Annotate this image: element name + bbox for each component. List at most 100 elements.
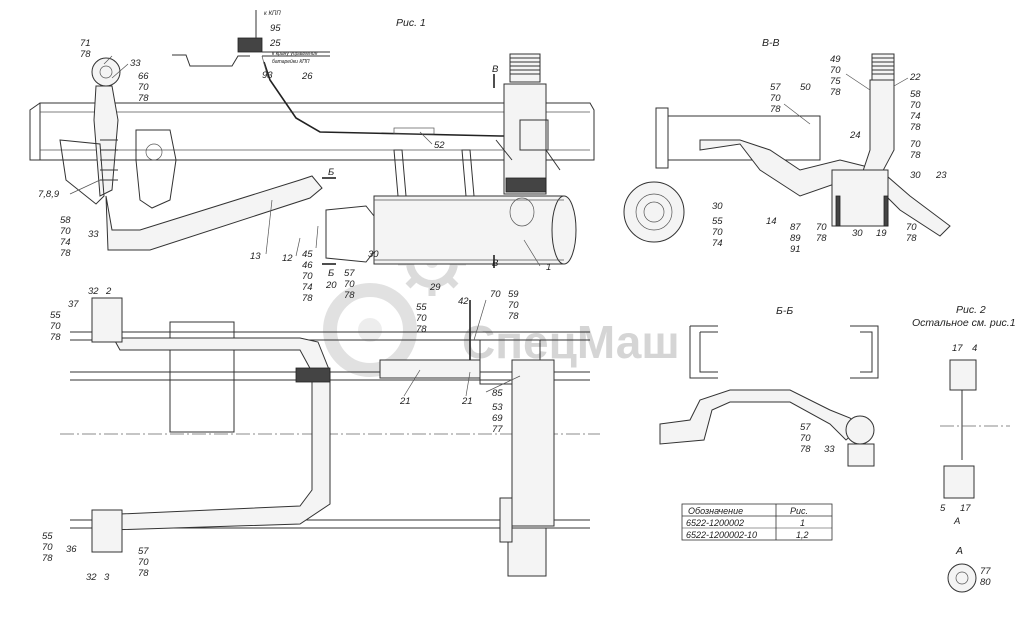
svg-text:78: 78 — [302, 293, 313, 304]
svg-text:75: 75 — [830, 76, 841, 87]
svg-text:49: 49 — [830, 54, 841, 65]
vertical-stack — [495, 53, 561, 195]
svg-text:77: 77 — [492, 424, 503, 435]
svg-text:57: 57 — [770, 82, 781, 93]
svg-text:32: 32 — [86, 572, 97, 583]
svg-text:74: 74 — [302, 282, 313, 293]
svg-text:55: 55 — [50, 310, 61, 321]
svg-text:57: 57 — [344, 268, 355, 279]
svg-text:77: 77 — [980, 566, 991, 577]
svg-text:78: 78 — [50, 332, 61, 343]
svg-text:80: 80 — [980, 577, 991, 588]
svg-text:17: 17 — [960, 503, 971, 514]
svg-text:70: 70 — [910, 139, 921, 150]
svg-text:70: 70 — [830, 65, 841, 76]
svg-text:36: 36 — [66, 544, 77, 555]
svg-text:70: 70 — [906, 222, 917, 233]
svg-text:70: 70 — [60, 226, 71, 237]
svg-text:1: 1 — [546, 262, 551, 273]
svg-text:70: 70 — [42, 542, 53, 553]
svg-text:33: 33 — [130, 58, 141, 69]
svg-text:33: 33 — [88, 229, 99, 240]
svg-text:78: 78 — [138, 93, 149, 104]
svg-text:30: 30 — [910, 170, 921, 181]
svg-text:37: 37 — [68, 299, 79, 310]
svg-text:55: 55 — [712, 216, 723, 227]
svg-text:42: 42 — [458, 296, 469, 307]
svg-text:29: 29 — [429, 282, 441, 293]
svg-text:78: 78 — [800, 444, 811, 455]
svg-text:58: 58 — [60, 215, 71, 226]
svg-text:70: 70 — [770, 93, 781, 104]
svg-text:69: 69 — [492, 413, 503, 424]
svg-text:78: 78 — [906, 233, 917, 244]
table-row-1-fig: 1 — [800, 518, 805, 528]
muffler — [325, 195, 577, 265]
svg-text:17: 17 — [952, 343, 963, 354]
svg-text:74: 74 — [60, 237, 71, 248]
svg-text:71: 71 — [80, 38, 91, 49]
svg-text:19: 19 — [876, 228, 887, 239]
svg-text:74: 74 — [910, 111, 921, 122]
svg-text:78: 78 — [80, 49, 91, 60]
svg-text:30: 30 — [368, 249, 379, 260]
section-bb-callouts: 57 70 78 33 — [800, 422, 835, 455]
control-cable: к КПП к крану управления батарейки КПП — [172, 10, 520, 137]
section-v-marker: В В — [492, 64, 499, 269]
view-a: 77 80 — [947, 563, 991, 593]
svg-text:32: 32 — [88, 286, 99, 297]
section-bb-title: Б-Б — [776, 305, 793, 317]
svg-text:55: 55 — [42, 531, 53, 542]
svg-text:70: 70 — [508, 300, 519, 311]
fig2-title: Рис. 2 — [956, 304, 986, 316]
svg-text:78: 78 — [830, 87, 841, 98]
svg-text:21: 21 — [461, 396, 473, 407]
svg-text:26: 26 — [301, 71, 313, 82]
exhaust-pipe-plan — [91, 297, 555, 577]
svg-text:4: 4 — [972, 343, 977, 354]
svg-text:70: 70 — [302, 271, 313, 282]
svg-text:74: 74 — [712, 238, 723, 249]
svg-text:70: 70 — [712, 227, 723, 238]
svg-text:В: В — [492, 258, 499, 269]
svg-text:22: 22 — [909, 72, 921, 83]
svg-text:24: 24 — [849, 130, 861, 141]
section-vv-callouts: 57 70 78 49 70 75 78 50 22 58 70 74 78 2… — [712, 54, 947, 255]
svg-text:91: 91 — [790, 244, 801, 255]
svg-text:Б: Б — [328, 268, 334, 279]
svg-text:78: 78 — [416, 324, 427, 335]
svg-text:53: 53 — [492, 402, 503, 413]
svg-text:21: 21 — [399, 396, 411, 407]
designation-table: Обозначение Рис. 6522-1200002 1 6522-120… — [681, 503, 833, 541]
section-vv-title: В-В — [762, 37, 780, 49]
svg-text:30: 30 — [852, 228, 863, 239]
svg-text:85: 85 — [492, 388, 503, 399]
svg-text:45: 45 — [302, 249, 313, 260]
fig2-view: 17 4 5 17 А — [940, 343, 1010, 527]
svg-text:33: 33 — [824, 444, 835, 455]
svg-text:78: 78 — [138, 568, 149, 579]
svg-text:20: 20 — [325, 280, 337, 291]
svg-text:66: 66 — [138, 71, 149, 82]
svg-text:78: 78 — [770, 104, 781, 115]
svg-text:70: 70 — [416, 313, 427, 324]
fig1-bottom-callouts: 32 2 37 55 70 78 42 55 70 78 29 70 59 70… — [42, 282, 521, 583]
svg-text:12: 12 — [282, 253, 293, 264]
svg-text:59: 59 — [508, 289, 519, 300]
muffler-hangers — [393, 127, 475, 197]
svg-text:к крану управления: к крану управления — [272, 51, 318, 57]
svg-text:78: 78 — [910, 150, 921, 161]
gear-logo-large — [323, 283, 417, 377]
table-row-2-fig: 1,2 — [796, 530, 809, 540]
svg-text:70: 70 — [344, 279, 355, 290]
svg-text:30: 30 — [712, 201, 723, 212]
svg-text:78: 78 — [344, 290, 355, 301]
view-a-title: А — [955, 545, 963, 557]
svg-text:70: 70 — [910, 100, 921, 111]
svg-text:78: 78 — [60, 248, 71, 259]
svg-text:23: 23 — [935, 170, 947, 181]
fig2-subtitle: Остальное см. рис.1 — [912, 317, 1016, 329]
svg-text:55: 55 — [416, 302, 427, 313]
